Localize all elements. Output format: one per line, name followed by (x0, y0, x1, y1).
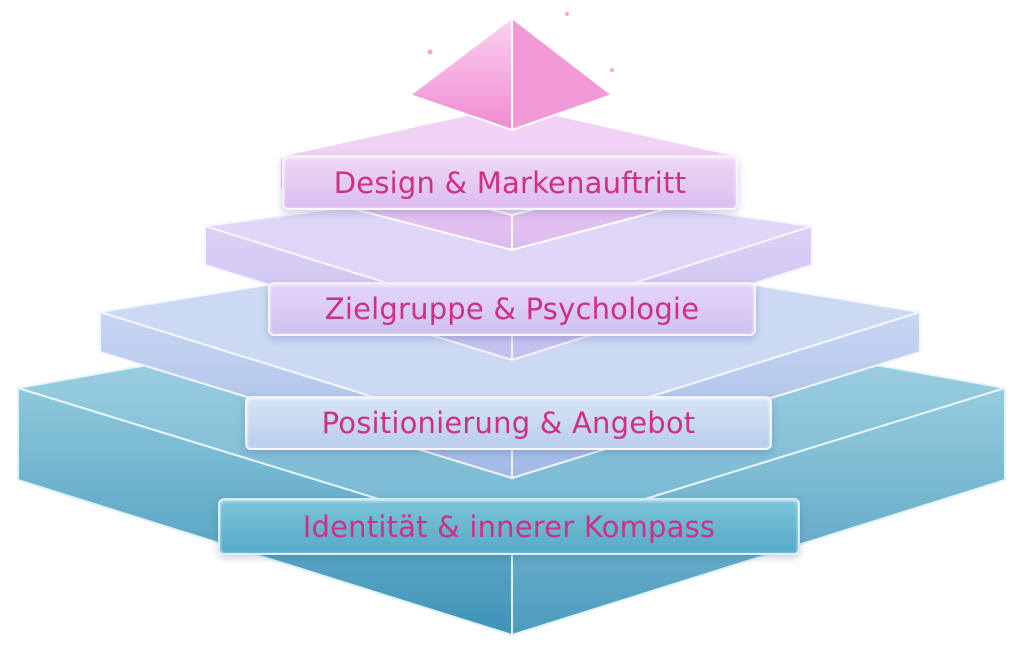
level-label-identitaet: Identität & innerer Kompass (218, 498, 800, 555)
level-text: Design & Markenauftritt (333, 165, 687, 200)
level-text: Identität & innerer Kompass (302, 509, 716, 544)
level-text: Zielgruppe & Psychologie (324, 292, 700, 326)
level-label-positionierung: Positionierung & Angebot (245, 396, 772, 450)
level-label-design: Design & Markenauftritt (282, 155, 738, 210)
level-label-zielgruppe: Zielgruppe & Psychologie (268, 282, 756, 336)
apex-pyramid (407, 12, 615, 132)
level-text: Positionierung & Angebot (321, 406, 696, 440)
